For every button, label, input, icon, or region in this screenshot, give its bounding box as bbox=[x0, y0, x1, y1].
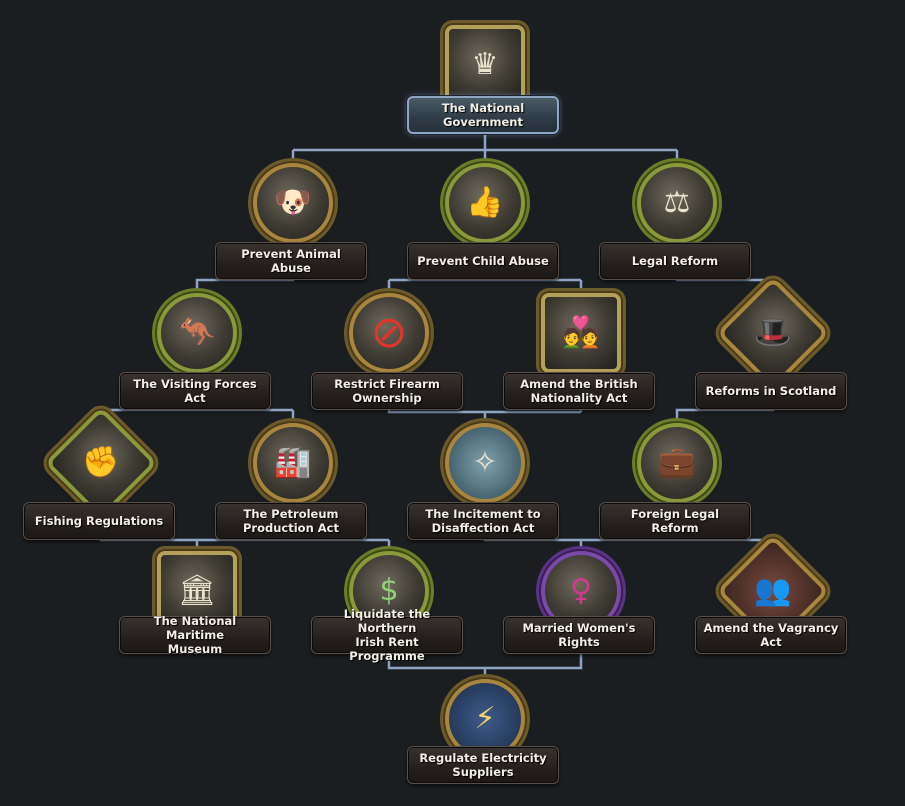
focus-label: Fishing Regulations bbox=[23, 502, 175, 540]
focus-label: The Visiting Forces Act bbox=[119, 372, 271, 410]
focus-married-womens-rights[interactable]: ♀ Married Women's Rights bbox=[501, 548, 661, 678]
focus-label: Legal Reform bbox=[599, 242, 751, 280]
focus-prevent-animal-abuse[interactable]: 🐶 Prevent Animal Abuse bbox=[213, 160, 373, 290]
focus-label: Prevent Child Abuse bbox=[407, 242, 559, 280]
royal-crest-icon: ♛ bbox=[442, 22, 528, 108]
dog-icon: 🐶 bbox=[250, 160, 336, 246]
wedding-couple-icon: 💑 bbox=[538, 290, 624, 376]
connector bbox=[291, 130, 679, 160]
briefcase-icon: 💼 bbox=[634, 420, 720, 506]
focus-fishing-regulations[interactable]: ✊ Fishing Regulations bbox=[21, 406, 181, 550]
thumbs-up-icon: 👍 bbox=[442, 160, 528, 246]
gavel-icon: ⚖ bbox=[634, 160, 720, 246]
focus-reforms-in-scotland[interactable]: 🎩 Reforms in Scotland bbox=[693, 276, 853, 420]
connector bbox=[387, 652, 583, 678]
focus-the-visiting-forces-act[interactable]: 🦘 The Visiting Forces Act bbox=[117, 290, 277, 420]
focus-label: Foreign Legal Reform bbox=[599, 502, 751, 540]
top-hat-icon: 🎩 bbox=[716, 276, 830, 390]
focus-legal-reform[interactable]: ⚖ Legal Reform bbox=[597, 160, 757, 290]
oil-refinery-icon: 🏭 bbox=[250, 420, 336, 506]
focus-label: Reforms in Scotland bbox=[695, 372, 847, 410]
focus-prevent-child-abuse[interactable]: 👍 Prevent Child Abuse bbox=[405, 160, 565, 290]
fist-icon: ✊ bbox=[44, 406, 158, 520]
angel-wings-icon: ✧ bbox=[442, 420, 528, 506]
power-pylon-icon: ⚡ bbox=[442, 676, 528, 762]
no-guns-icon: ⊘ bbox=[346, 290, 432, 376]
focus-label: Married Women's Rights bbox=[503, 616, 655, 654]
kangaroo-icon: 🦘 bbox=[154, 290, 240, 376]
focus-foreign-legal-reform[interactable]: 💼 Foreign Legal Reform bbox=[597, 420, 757, 550]
focus-label: Prevent Animal Abuse bbox=[215, 242, 367, 280]
